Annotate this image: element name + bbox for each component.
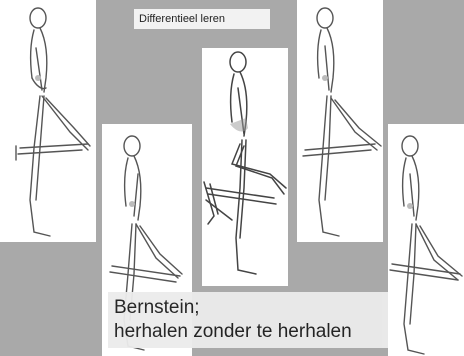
skeleton-panel-3	[202, 48, 288, 286]
skeleton-kick-bent-icon	[202, 48, 288, 286]
slide-caption: Bernstein; herhalen zonder te herhalen	[108, 292, 388, 348]
caption-line-2: herhalen zonder te herhalen	[114, 320, 388, 344]
skeleton-panel-1	[0, 0, 96, 242]
skeleton-kick-forward-icon	[0, 0, 96, 242]
slide-title: Differentieel leren	[134, 9, 270, 29]
skeleton-panel-5	[388, 124, 464, 356]
skeleton-panel-4	[297, 0, 383, 242]
skeleton-kick-forward-icon	[388, 124, 464, 356]
skeleton-kick-forward-icon	[297, 0, 383, 242]
caption-line-1: Bernstein;	[114, 296, 388, 320]
